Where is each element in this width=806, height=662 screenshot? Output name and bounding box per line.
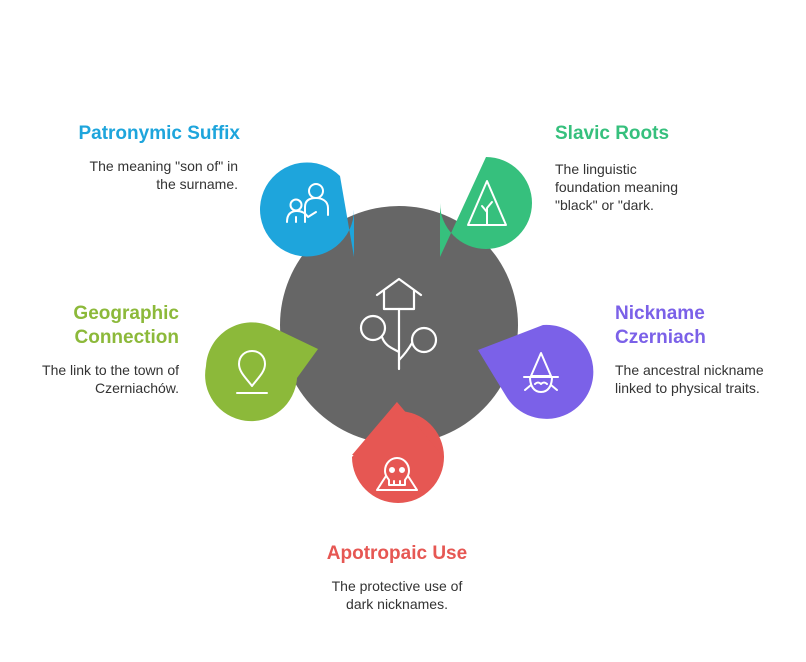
patronymic-desc-line2: the surname. xyxy=(156,176,238,192)
location-pin-icon xyxy=(236,350,268,394)
nickname-node xyxy=(478,324,594,419)
apotropaic-node-tip xyxy=(352,402,442,455)
nickname-desc-line1: The ancestral nickname xyxy=(615,362,764,378)
nickname-desc-line2: linked to physical traits. xyxy=(615,380,760,396)
slavic-desc-line2: foundation meaning xyxy=(555,179,678,195)
slavic-title: Slavic Roots xyxy=(555,123,670,144)
tent-tree-icon xyxy=(467,180,507,226)
geographic-desc-line2: Czerniachów. xyxy=(94,380,179,396)
geographic-desc-line1: The link to the town of xyxy=(42,362,179,378)
witch-icon xyxy=(523,352,559,393)
patronymic-node xyxy=(260,162,355,257)
apotropaic-desc-line2: dark nicknames. xyxy=(346,596,448,612)
geographic-node xyxy=(205,322,318,422)
slavic-desc-line1: The linguistic xyxy=(555,161,637,177)
nickname-title-line2: Czerniach xyxy=(615,327,706,348)
parent-child-icon xyxy=(286,183,329,223)
apotropaic-desc-line1: The protective use of xyxy=(331,578,463,594)
nickname-title-line1: Nickname xyxy=(615,303,705,324)
patronymic-desc-line1: The meaning "son of" in xyxy=(89,158,238,174)
patronymic-title: Patronymic Suffix xyxy=(78,123,240,144)
branching-tree-house-icon xyxy=(359,277,438,371)
skull-icon xyxy=(376,457,418,491)
geographic-title-line1: Geographic xyxy=(73,303,179,324)
slavic-node xyxy=(440,157,532,257)
geographic-title-line2: Connection xyxy=(74,327,180,348)
slavic-desc-line3: "black" or "dark. xyxy=(555,197,654,213)
apotropaic-title: Apotropaic Use xyxy=(326,543,468,564)
